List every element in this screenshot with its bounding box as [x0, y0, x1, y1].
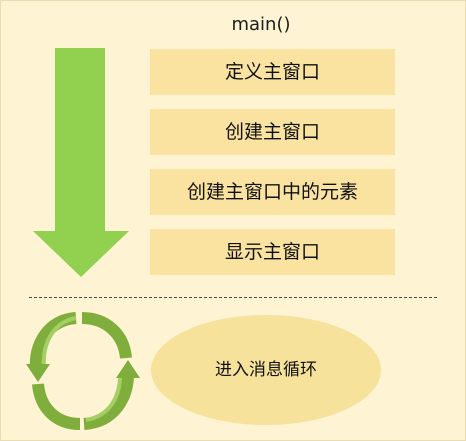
step-show-main-window: 显示主窗口 — [150, 229, 395, 275]
step-create-main-window: 创建主窗口 — [150, 109, 395, 155]
step-define-main-window: 定义主窗口 — [150, 49, 395, 95]
cycle-arrows-icon — [26, 312, 140, 430]
down-arrow-icon — [33, 48, 129, 277]
message-loop-oval — [151, 315, 381, 425]
message-loop-label: 进入消息循环 — [215, 360, 317, 380]
main-function-title: main() — [231, 14, 291, 35]
section-divider — [29, 297, 437, 298]
step-create-window-elements: 创建主窗口中的元素 — [150, 169, 395, 215]
